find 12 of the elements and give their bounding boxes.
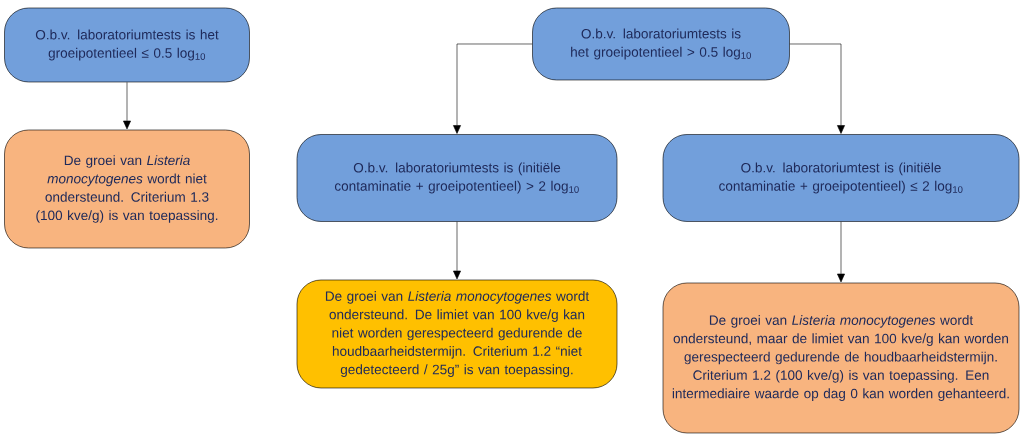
arrow <box>837 221 845 283</box>
arrow <box>453 221 461 280</box>
condition-box: O.b.v. laboratoriumtests is (initiële contaminatie + groeipotentieel) > 2 log$_{10}$ <box>296 134 618 222</box>
arrow <box>453 43 533 134</box>
arrow <box>789 43 845 134</box>
condition-box: O.b.v. laboratoriumtests is het groeipotentieel ≤ 0.5 log$_{10}$ <box>4 7 250 83</box>
outcome-box: De groei van Listeria monocytogenes wordt ondersteund, maar de limiet van 100 kve/g kan worden gerespecteerd gedurende de houdbaarheidstermijn. Criterium 1.2 (100 kve/g) is van toepassing. Een intermediaire waarde op dag 0 kan worden gehanteerd. <box>662 282 1020 434</box>
condition-box: O.b.v. laboratoriumtests is het groeipotentieel > 0.5 log$_{10}$ <box>532 7 790 81</box>
arrow <box>123 82 131 130</box>
condition-box: O.b.v. laboratoriumtest is (initiële contaminatie + groeipotentieel) ≤ 2 log$_{10}$ <box>662 134 1020 222</box>
outcome-box: De groei van Listeria monocytogenes wordt niet ondersteund. Criterium 1.3 (100 kve/g) is van toepassing. <box>4 129 250 249</box>
outcome-box: De groei van Listeria monocytogenes wordt ondersteund. De limiet van 100 kve/g kan niet worden gerespecteerd gedurende de houdbaarheidstermijn. Criterium 1.2 “niet gedetecteerd / 25g” is van toepassing. <box>296 279 618 389</box>
